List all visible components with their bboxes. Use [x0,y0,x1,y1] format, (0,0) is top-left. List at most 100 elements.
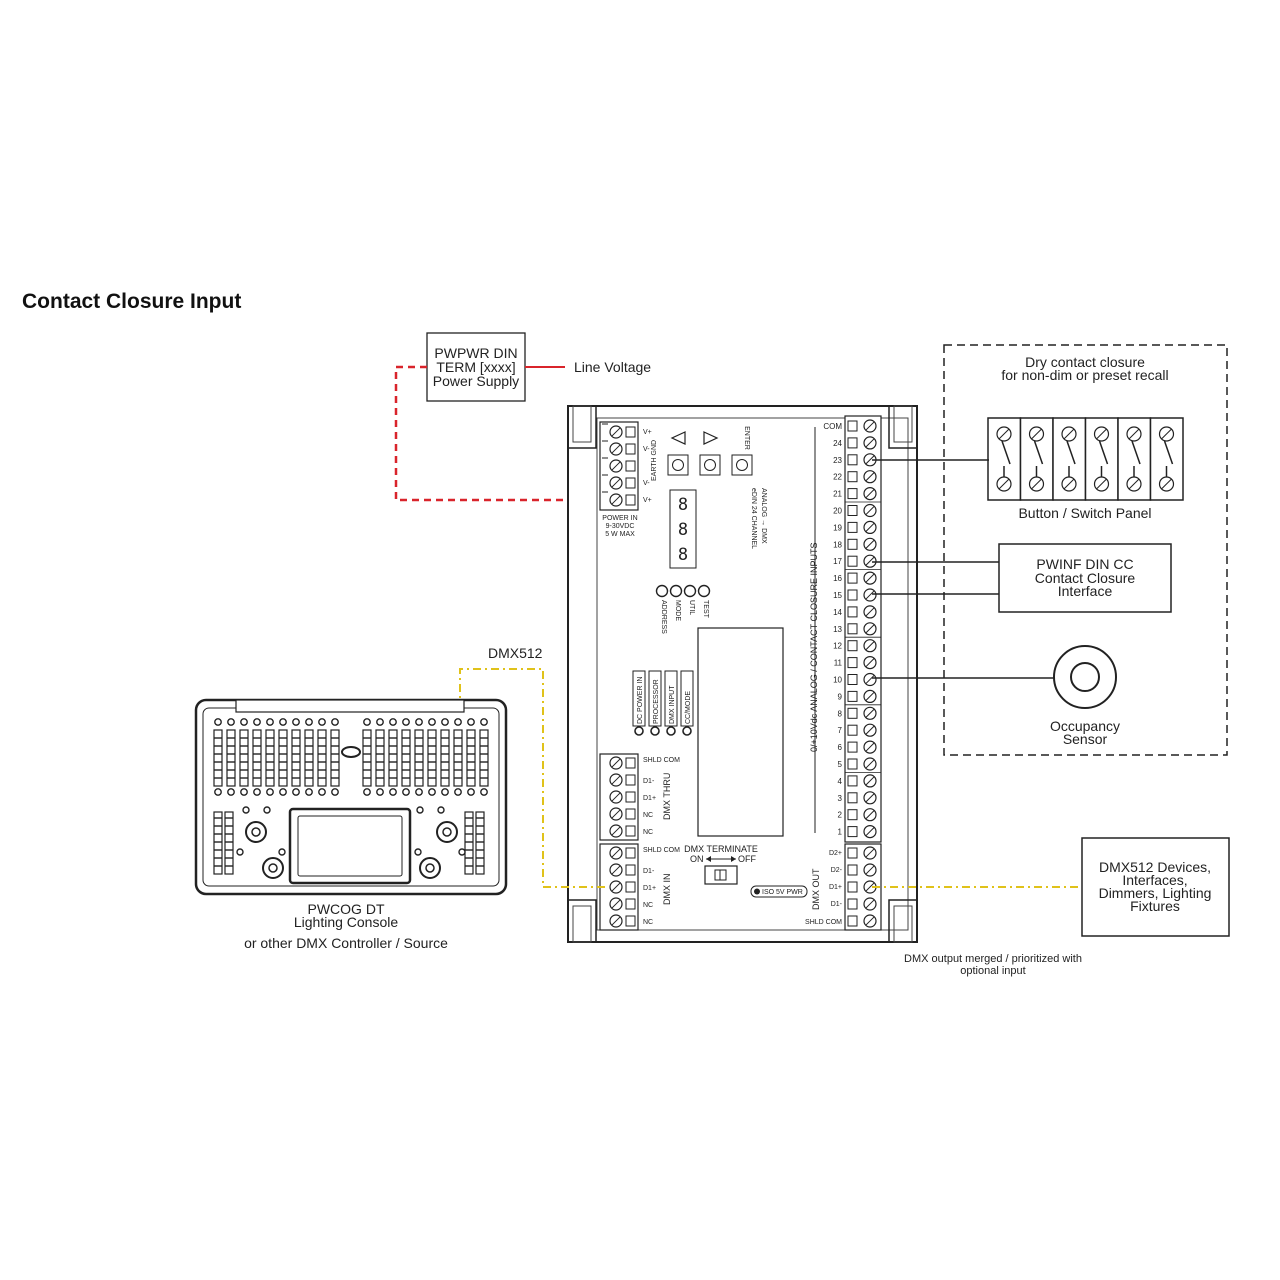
terminal-socket [847,437,858,449]
cc-interface-line-3: Interface [1058,583,1113,599]
console-button [441,788,449,796]
terminate-off-label: OFF [738,854,756,864]
diagram-title: Contact Closure Input [22,290,241,313]
power-supply: PWPWR DIN TERM [xxxx] Power Supply [426,332,526,402]
led-cc-mode-label: CC/MODE [685,691,692,724]
console-fader [453,729,463,787]
terminal-socket [847,420,858,432]
left-arrow-icon [670,431,686,445]
console-button [227,718,235,726]
terminate-on-label: ON [690,854,704,864]
console-button [263,806,271,814]
led-processor-label: PROCESSOR [653,679,660,724]
terminal-socket [847,471,858,483]
dmx-out-pin-4: D1- [831,901,843,908]
console-button [415,788,423,796]
power-supply-line-2: TERM [xxxx] [436,359,515,375]
cc-interface-line-2: Contact Closure [1035,570,1136,586]
console-button [266,788,274,796]
console-fader [252,729,262,787]
dmx-out-label: DMX OUT [811,868,821,910]
led-dc-power-label: DC POWER IN [637,677,644,724]
terminal-socket [847,809,858,821]
console-button [458,848,466,856]
terminal-socket [625,460,636,472]
terminal-socket [847,538,858,550]
console-button [253,788,261,796]
console-button [415,718,423,726]
enter-label: ENTER [743,426,750,450]
console-button [292,788,300,796]
terminal-socket [625,825,636,837]
console-fader [278,729,288,787]
channel-label: 3 [838,794,843,803]
console-button [402,788,410,796]
right-arrow-icon [703,431,719,445]
console-fader [362,729,372,787]
console-fader [213,729,223,787]
dmx-thru-pin-1: SHLD COM [643,757,680,764]
status-leds: DC POWER IN PROCESSOR DMX INPUT CC/MODE [632,670,694,736]
console-line-1: PWCOG DT [308,901,385,917]
console-knob [436,821,458,843]
dmx-in-pin-4: NC [643,902,653,909]
terminal-socket [847,640,858,652]
iso-5v-label: ISO 5V PWR [762,889,803,896]
lighting-console [194,698,508,896]
console-button [441,718,449,726]
channel-label: 16 [833,574,842,583]
console-button [242,806,250,814]
console-button [240,718,248,726]
power-caption-3: 5 W MAX [605,531,635,538]
console-fader [440,729,450,787]
terminal-socket [625,881,636,893]
dmx-in-label: DMX IN [662,874,672,906]
power-caption-1: POWER IN [602,515,637,522]
channel-label: 23 [833,456,842,465]
model-label-2: ANALOG → DMX [760,488,767,544]
line-voltage-label: Line Voltage [574,359,651,375]
terminal-socket [847,589,858,601]
util-button-label: UTIL [688,600,695,615]
console-button [437,806,445,814]
power-supply-line-1: PWPWR DIN [434,345,517,361]
console-fader [304,729,314,787]
power-term-vplus: V+ [643,429,652,436]
power-wire [394,365,610,502]
console-button [454,788,462,796]
terminal-socket [847,454,858,466]
console-fader [317,729,327,787]
console-side-fader [464,811,474,875]
console-knob [262,857,284,879]
console-button [331,788,339,796]
dmx-in-pin-5: NC [643,919,653,926]
console-button [278,848,286,856]
terminal-socket [847,724,858,736]
terminal-socket [625,494,636,506]
mode-button-label: MODE [674,600,681,621]
channel-label: 20 [833,507,842,516]
channel-label: 2 [838,811,843,820]
test-button-label: TEST [702,600,709,619]
button-switch-panel: Button / Switch Panel [987,417,1184,521]
terminal-socket [847,707,858,719]
nav-buttons [667,454,753,476]
console-button [480,718,488,726]
console-button [236,848,244,856]
dmx-devices: DMX512 Devices, Interfaces, Dimmers, Lig… [1081,837,1230,937]
power-term-vminus-2: V- [643,480,650,487]
terminal-socket [847,847,858,859]
dry-contact-line-2: for non-dim or preset recall [1001,367,1168,383]
dmx-devices-line-3: Dimmers, Lighting [1099,885,1212,901]
console-button [292,718,300,726]
svg-text:8: 8 [678,495,688,515]
seven-segment-display: 8 8 8 [669,489,697,569]
console-button [376,718,384,726]
console-button [279,788,287,796]
console-button [305,718,313,726]
edin-controller: V+ V- EARTH GND V- V+ POWER IN 9-30VDC 5… [567,405,918,943]
dmx-input-wire [459,668,605,888]
console-button [467,788,475,796]
console-fader [414,729,424,787]
console-line-3: or other DMX Controller / Source [244,935,448,951]
